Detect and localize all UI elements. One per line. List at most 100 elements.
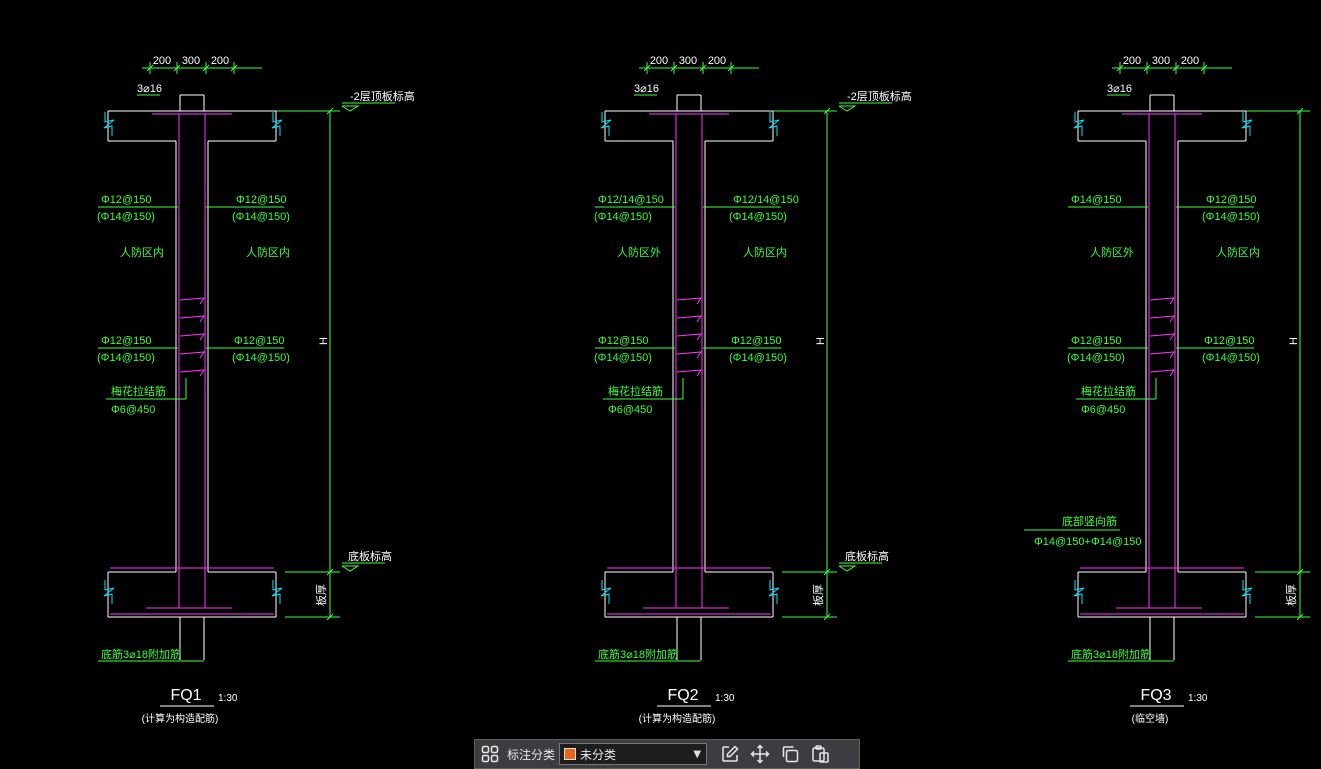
extra-rebar-label: 底部竖向筋 xyxy=(1062,514,1117,528)
right-top-rebar: Φ12/14@150 xyxy=(733,194,799,206)
copy-icon[interactable] xyxy=(775,740,805,768)
right-bottom-rebar: Φ12@150 xyxy=(234,335,285,347)
top-elevation-label: -2层顶板标高 xyxy=(847,89,912,103)
top-dim-right: 200 xyxy=(1181,55,1199,67)
left-bottom-rebar: Φ12@150 xyxy=(1071,335,1122,347)
break-line-symbol xyxy=(768,112,780,136)
tie-bar xyxy=(1149,315,1175,323)
left-bottom-rebar-alt: (Φ14@150) xyxy=(1067,352,1125,364)
bottom-elevation-label: 底板标高 xyxy=(845,549,889,563)
top-dim-center: 300 xyxy=(1152,55,1170,67)
chevron-down-icon: ▼ xyxy=(693,748,702,760)
left-zone-label: 人防区外 xyxy=(617,245,661,259)
right-zone-label: 人防区内 xyxy=(743,245,787,259)
elevation-marker xyxy=(341,565,360,572)
bottom-bar-note: 底筋3⌀18附加筋 xyxy=(1071,647,1151,661)
dimension-tick xyxy=(1296,107,1304,115)
tie-bar xyxy=(676,333,702,341)
bottom-bar-note: 底筋3⌀18附加筋 xyxy=(598,647,678,661)
category-select[interactable]: 未分类 ▼ xyxy=(559,743,708,765)
dimension-tick xyxy=(1296,613,1304,621)
detail-title: FQ3 xyxy=(1140,687,1171,704)
dimension-tick xyxy=(670,64,678,72)
tie-bar-label: 梅花拉结筋 xyxy=(1081,384,1136,398)
dimension-tick xyxy=(1172,64,1180,72)
left-bottom-rebar: Φ12@150 xyxy=(101,335,152,347)
left-top-rebar: Φ12@150 xyxy=(101,194,152,206)
slab-thickness-label: 板厚 xyxy=(314,584,328,606)
left-bottom-rebar-alt: (Φ14@150) xyxy=(97,352,155,364)
right-top-rebar-alt: (Φ14@150) xyxy=(729,211,787,223)
break-line-symbol xyxy=(271,112,283,136)
bottom-bar-note: 底筋3⌀18附加筋 xyxy=(101,647,181,661)
break-line-symbol xyxy=(1241,580,1253,604)
right-zone-label: 人防区内 xyxy=(246,245,290,259)
dimension-tick xyxy=(727,64,735,72)
break-line-symbol xyxy=(1073,580,1085,604)
right-top-rebar: Φ12@150 xyxy=(1206,194,1257,206)
break-line-symbol xyxy=(103,112,115,136)
tie-bar-label: 梅花拉结筋 xyxy=(111,384,166,398)
tie-bar xyxy=(1149,333,1175,341)
detail-scale: 1:30 xyxy=(715,693,735,704)
left-bottom-rebar: Φ12@150 xyxy=(598,335,649,347)
left-top-rebar-alt: (Φ14@150) xyxy=(594,211,652,223)
top-dim-left: 200 xyxy=(153,55,171,67)
left-zone-label: 人防区外 xyxy=(1090,245,1134,259)
tie-bar-label: 梅花拉结筋 xyxy=(608,384,663,398)
right-zone-label: 人防区内 xyxy=(1216,245,1260,259)
dimension-tick xyxy=(1200,64,1208,72)
dimension-tick xyxy=(823,613,831,621)
paste-icon[interactable] xyxy=(805,740,835,768)
right-bottom-rebar-alt: (Φ14@150) xyxy=(1202,352,1260,364)
left-bottom-rebar-alt: (Φ14@150) xyxy=(594,352,652,364)
tie-bar-spec: Φ6@450 xyxy=(1081,404,1125,416)
category-label: 标注分类 xyxy=(507,747,556,762)
tie-bar xyxy=(179,297,205,305)
detail-scale: 1:30 xyxy=(1188,693,1208,704)
annotation-toolbar: 标注分类 未分类 ▼ xyxy=(474,739,860,769)
detail-subtitle: (计算为构造配筋) xyxy=(639,712,716,725)
extra-rebar-spec: Φ14@150+Φ14@150 xyxy=(1034,536,1142,548)
break-line-symbol xyxy=(600,580,612,604)
break-line-symbol xyxy=(103,580,115,604)
dimension-tick xyxy=(146,64,154,72)
edit-icon[interactable] xyxy=(715,740,745,768)
tie-bar xyxy=(676,369,702,377)
dimension-tick xyxy=(230,64,238,72)
dimension-tick xyxy=(699,64,707,72)
break-line-symbol xyxy=(271,580,283,604)
grid-apps-icon[interactable] xyxy=(475,740,505,768)
left-top-rebar: Φ14@150 xyxy=(1071,194,1122,206)
tie-bar xyxy=(179,369,205,377)
right-bottom-rebar-alt: (Φ14@150) xyxy=(729,352,787,364)
dimension-tick xyxy=(1116,64,1124,72)
dimension-tick xyxy=(326,107,334,115)
tie-bar xyxy=(676,315,702,323)
break-line-symbol xyxy=(1073,112,1085,136)
move-arrows-icon[interactable] xyxy=(745,740,775,768)
dimension-tick xyxy=(202,64,210,72)
tie-bar xyxy=(676,297,702,305)
top-dim-right: 200 xyxy=(211,55,229,67)
right-top-rebar-alt: (Φ14@150) xyxy=(232,211,290,223)
tie-bar-spec: Φ6@450 xyxy=(608,404,652,416)
detail-title: FQ2 xyxy=(667,687,698,704)
dimension-tick xyxy=(1143,64,1151,72)
tie-bar xyxy=(1149,351,1175,359)
right-top-rebar-alt: (Φ14@150) xyxy=(1202,211,1260,223)
left-top-rebar-alt: (Φ14@150) xyxy=(97,211,155,223)
detail-scale: 1:30 xyxy=(218,693,238,704)
category-color-swatch xyxy=(564,748,577,760)
top-dim-left: 200 xyxy=(1123,55,1141,67)
top-bar-label: 3⌀16 xyxy=(137,83,162,95)
detail-subtitle: (临空墙) xyxy=(1132,712,1169,725)
break-line-symbol xyxy=(1241,112,1253,136)
dimension-tick xyxy=(1296,568,1304,576)
detail-title: FQ1 xyxy=(170,687,201,704)
dimension-tick xyxy=(643,64,651,72)
